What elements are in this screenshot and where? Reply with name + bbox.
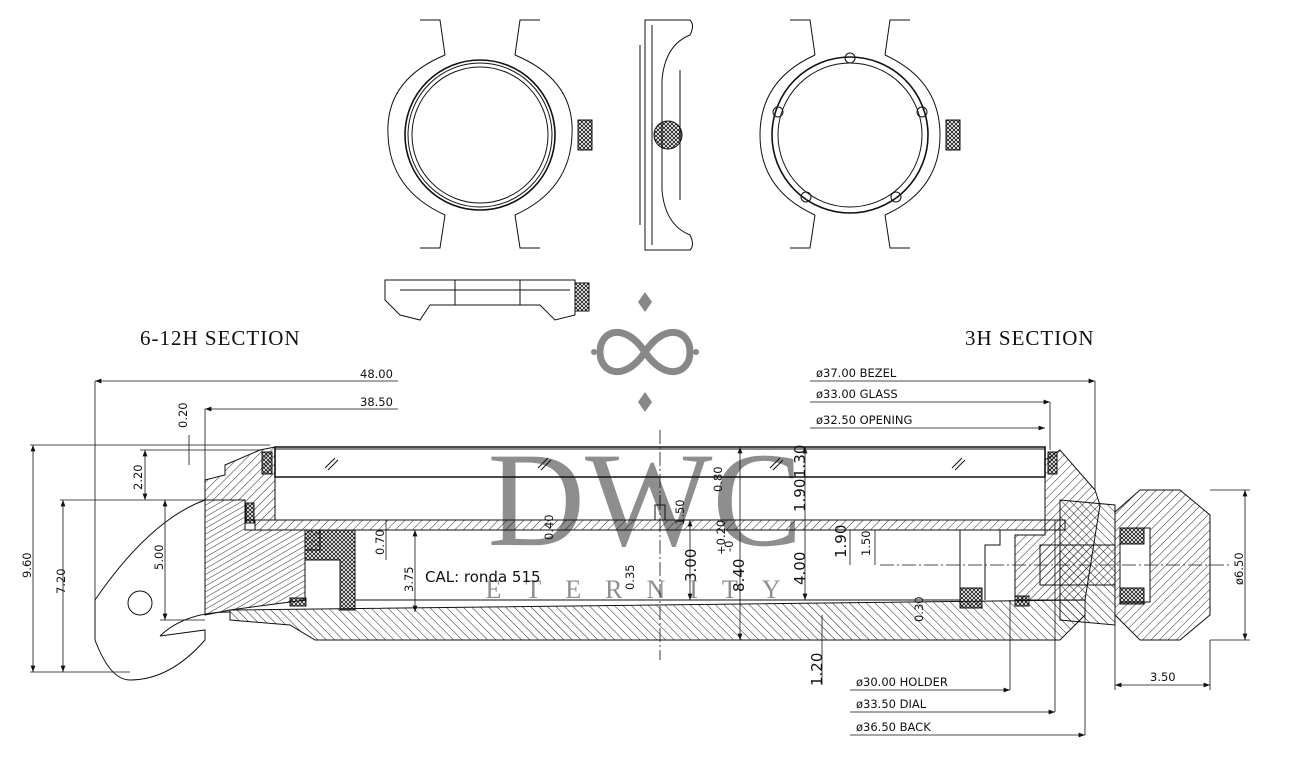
dim-4-00: 4.00 (791, 552, 809, 585)
dial-diameter: ø33.50 DIAL (856, 697, 927, 711)
dim-48: 48.00 (360, 367, 393, 381)
dim-8-40: 8.40 (730, 559, 748, 592)
dim-3-00: 3.00 (682, 549, 700, 582)
crown-side-icon (653, 120, 683, 150)
dim-0-80: 0.80 (711, 466, 725, 492)
logo-brand: DWC (488, 426, 803, 575)
dim-9-60: 9.60 (20, 552, 34, 578)
dim-7-20: 7.20 (54, 568, 68, 594)
left-section-title: 6-12H SECTION (140, 326, 301, 350)
dimension-lines (30, 378, 1250, 738)
dim-1-20: 1.20 (808, 653, 826, 686)
front-view (387, 19, 593, 249)
right-section-title: 3H SECTION (965, 326, 1095, 350)
dim-3-50: 3.50 (1150, 670, 1176, 684)
glass-diameter: ø33.00 GLASS (816, 387, 898, 401)
side-view (639, 19, 693, 251)
dim-38-50: 38.50 (360, 395, 393, 409)
logo-tagline: ETERNITY (485, 575, 804, 604)
holder-diameter: ø30.00 HOLDER (856, 675, 948, 689)
back-diameter: ø36.50 BACK (856, 720, 931, 734)
dim-2-20: 2.20 (131, 464, 145, 490)
cross-section (94, 430, 1230, 681)
crown-icon (577, 119, 593, 151)
dim-0-70: 0.70 (373, 529, 387, 555)
crown-back-icon (945, 119, 961, 151)
tolerance-plus: +0.20 (714, 520, 728, 555)
dim-0-40: 0.40 (542, 514, 556, 540)
dim-1-90-a: 1.90 (791, 479, 809, 512)
mini-section (384, 279, 590, 321)
tolerance-minus: -0 (722, 541, 736, 552)
dim-1-30: 1.30 (791, 445, 809, 478)
dim-6-50: ø6.50 (1232, 552, 1246, 585)
opening-diameter: ø32.50 OPENING (816, 413, 912, 427)
dim-5-00: 5.00 (152, 544, 166, 570)
caliber-label: CAL: ronda 515 (425, 568, 541, 586)
bezel-diameter: ø37.00 BEZEL (816, 366, 897, 380)
dim-3-75: 3.75 (402, 566, 416, 592)
dwc-logo: DWC ETERNITY (485, 292, 804, 604)
dim-0-30: 0.30 (912, 596, 926, 622)
dim-1-50-a: 1.50 (673, 499, 687, 525)
dim-0-35: 0.35 (623, 564, 637, 590)
dim-0-20: 0.20 (176, 402, 190, 428)
back-view (759, 19, 961, 249)
dim-1-50-b: 1.50 (859, 530, 873, 556)
dimension-labels: 48.00 38.50 0.20 2.20 9.60 7.20 5.00 0.7… (20, 366, 1246, 734)
dim-1-90-b: 1.90 (832, 525, 850, 558)
